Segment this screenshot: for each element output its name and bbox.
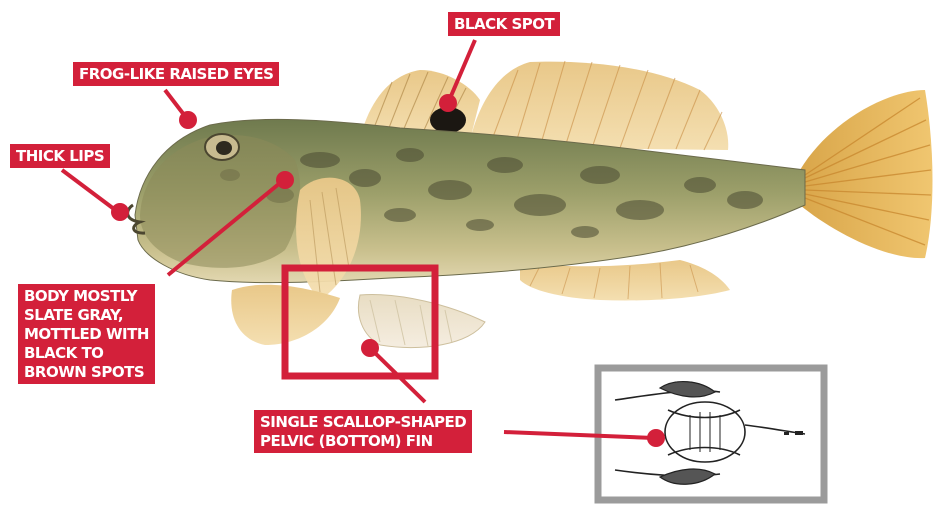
label-body-color-line: BODY MOSTLY [24,287,149,306]
label-body-color-line: SLATE GRAY, [24,306,149,325]
label-pelvic-fin-line: PELVIC (BOTTOM) FIN [260,432,466,451]
label-raised-eyes: FROG-LIKE RAISED EYES [73,62,279,86]
label-black-spot: BLACK SPOT [448,12,560,36]
label-body-color-line: MOTTLED WITH [24,325,149,344]
label-body-color: BODY MOSTLY SLATE GRAY, MOTTLED WITH BLA… [18,284,155,384]
label-pelvic-fin: SINGLE SCALLOP-SHAPED PELVIC (BOTTOM) FI… [254,410,472,453]
pelvic-disc-inset [598,368,824,500]
raised-eye [205,134,239,160]
label-pelvic-fin-line: SINGLE SCALLOP-SHAPED [260,413,466,432]
pelvic-fin [231,285,485,348]
label-body-color-line: BROWN SPOTS [24,363,149,382]
label-body-color-line: BLACK TO [24,344,149,363]
label-thick-lips: THICK LIPS [10,144,110,168]
tail-fin [800,90,933,258]
